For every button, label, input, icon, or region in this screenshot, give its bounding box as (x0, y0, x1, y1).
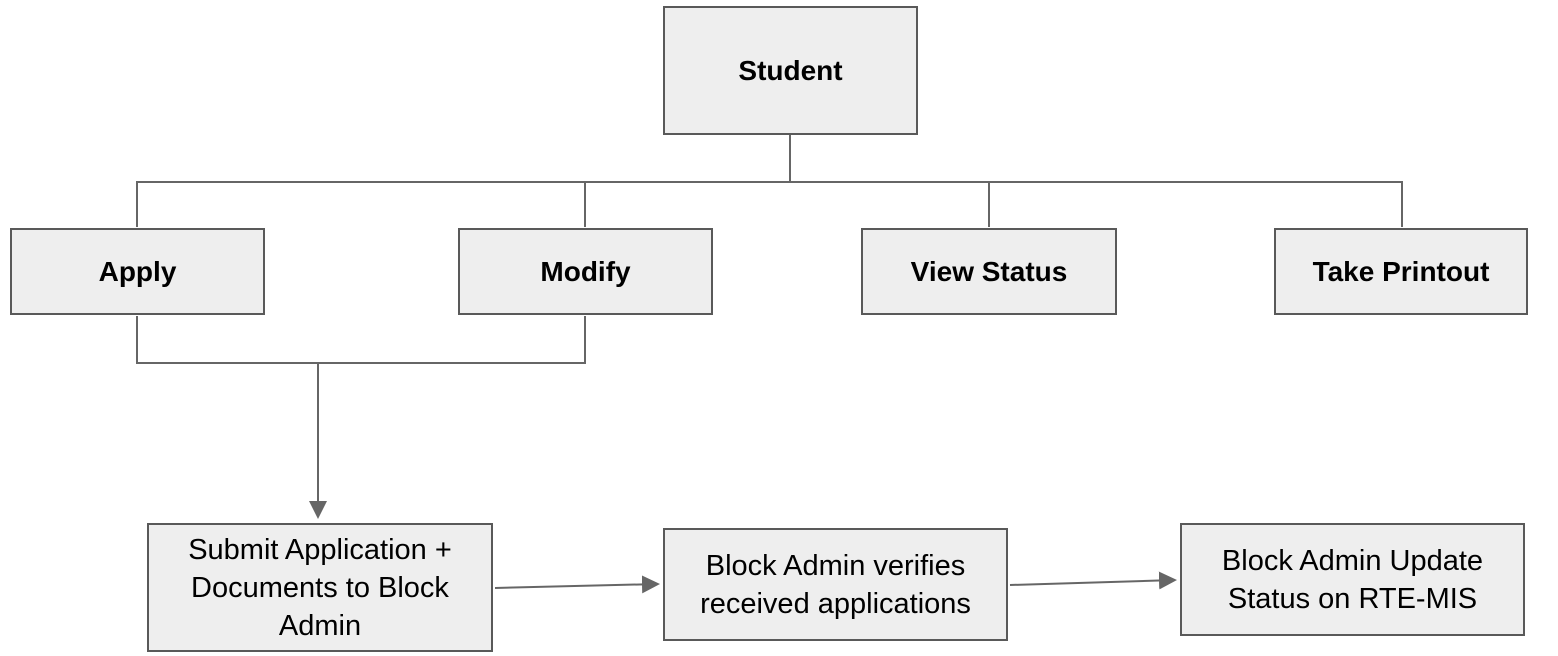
node-take-printout-label: Take Printout (1312, 255, 1490, 287)
node-block-admin-update-status: Block Admin Update Status on RTE-MIS (1180, 523, 1525, 636)
node-apply-label: Apply (98, 255, 177, 287)
node-student-label: Student (738, 54, 843, 86)
node-apply: Apply (10, 228, 265, 315)
node-block-admin-verifies: Block Admin verifies received applicatio… (663, 528, 1008, 641)
edge-arrow-submit-verify (494, 575, 660, 594)
node-view-status: View Status (861, 228, 1117, 315)
node-modify: Modify (458, 228, 713, 315)
node-take-printout: Take Printout (1274, 228, 1528, 315)
edge-arrow-verify-update (1009, 571, 1177, 590)
node-submit-application: Submit Application + Documents to Block … (147, 523, 493, 652)
node-block-admin-verifies-label: Block Admin verifies received applicatio… (700, 549, 971, 620)
node-modify-label: Modify (540, 255, 631, 287)
node-submit-application-label: Submit Application + Documents to Block … (188, 533, 452, 642)
node-block-admin-update-status-label: Block Admin Update Status on RTE-MIS (1221, 544, 1484, 615)
node-student: Student (663, 6, 918, 135)
node-view-status-label: View Status (910, 255, 1068, 287)
